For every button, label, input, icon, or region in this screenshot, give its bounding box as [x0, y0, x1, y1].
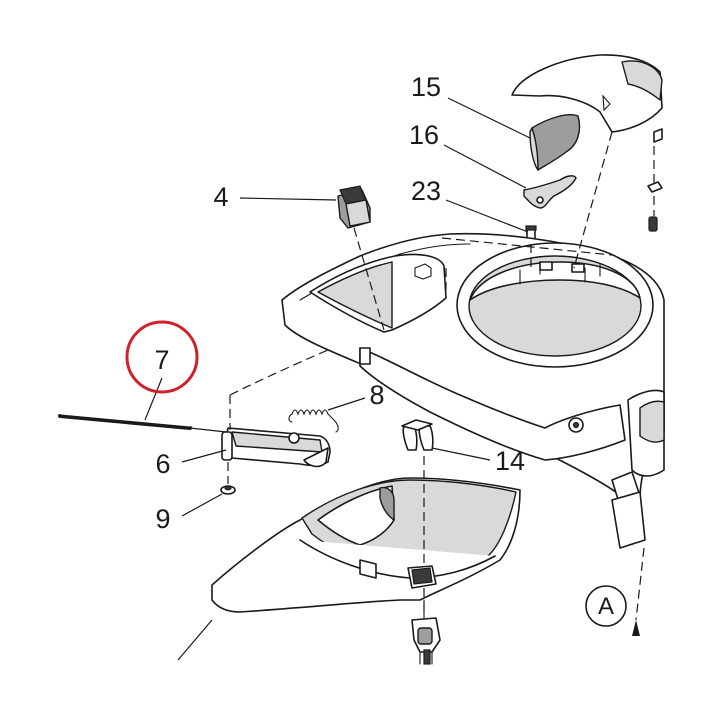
part-6-bracket [221, 427, 331, 468]
part-4-cap [337, 185, 371, 229]
part-7-rod [58, 413, 192, 430]
view-marker: A [585, 585, 627, 627]
callout-4: 4 [213, 182, 228, 212]
highlight-circle [125, 320, 199, 394]
part-9-screw [220, 485, 236, 495]
lower-tray-part [211, 477, 521, 665]
upper-cover-part [511, 54, 663, 232]
part-16-clip [523, 175, 577, 209]
callout-labels: 15 16 23 4 7 8 6 14 9 [154, 72, 525, 534]
callout-7: 7 [154, 345, 169, 375]
view-arrow [632, 620, 640, 636]
part-8-spring [288, 409, 339, 433]
callout-9: 9 [155, 504, 170, 534]
callout-15: 15 [411, 72, 441, 102]
leader-lines [144, 97, 655, 661]
part-14-clip [401, 419, 434, 451]
callout-23: 23 [411, 176, 441, 206]
view-marker-label: A [598, 593, 614, 620]
callout-6: 6 [155, 449, 170, 479]
part-15-pad [529, 114, 581, 171]
callout-16: 16 [409, 120, 439, 150]
callout-14: 14 [495, 446, 525, 476]
callout-8: 8 [369, 380, 384, 410]
main-housing-part [281, 232, 665, 549]
